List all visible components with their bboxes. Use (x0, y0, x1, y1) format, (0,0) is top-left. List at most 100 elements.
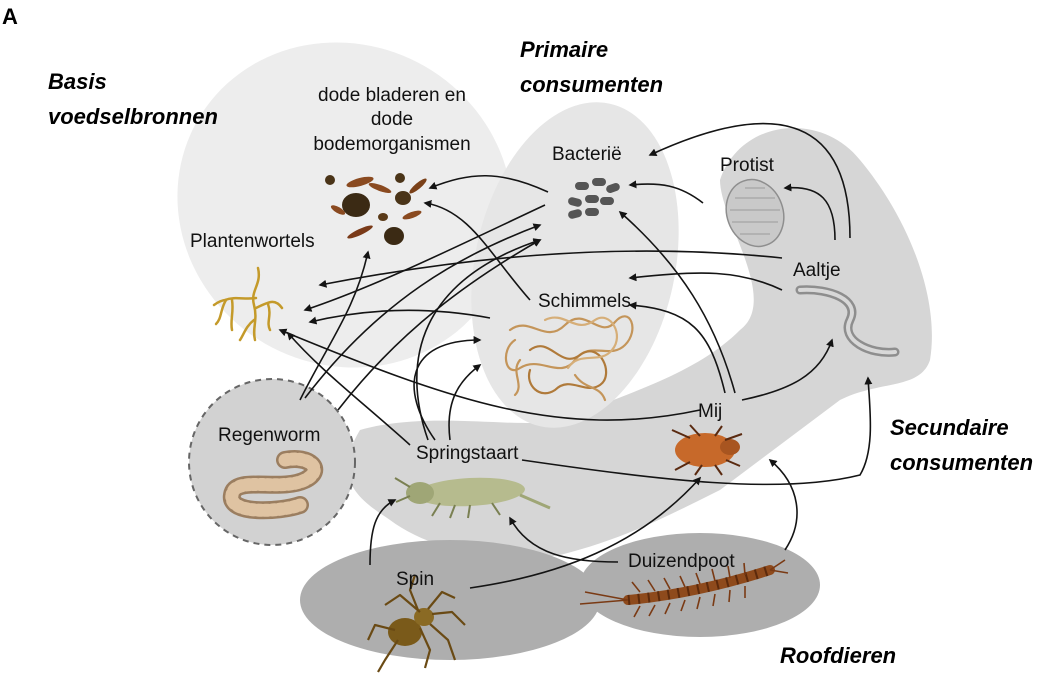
arrow-mij-aaltje (741, 338, 834, 401)
arrow-bacterie-plantenwortels (303, 204, 546, 312)
node-label-schimmels: Schimmels (538, 291, 631, 312)
root-branch (230, 298, 234, 332)
fungi-illustration (504, 315, 634, 402)
arrow-regenworm-dodebladeren (299, 250, 371, 401)
node-label-dode-bladeren: dode bladeren en dode bodemorganismen (302, 84, 482, 157)
spider-illustration (367, 574, 466, 673)
leaf-piece (347, 225, 373, 239)
group-label-line: Secundaire (890, 415, 1009, 440)
leaf-piece (378, 213, 388, 221)
bacterium (585, 208, 599, 216)
root-branch (254, 300, 284, 310)
centipede-tail (579, 591, 629, 605)
leaf-piece (395, 191, 411, 205)
arrow-springstaart-bacterie (416, 238, 542, 441)
centipede-legs (631, 562, 746, 618)
node-label-line: bodemorganismen (313, 133, 471, 155)
zone-primary-consumers (471, 102, 679, 428)
leaf-piece (342, 193, 370, 217)
group-label-line: consumenten (520, 72, 664, 98)
group-label-primair: Primaire consumenten (520, 32, 663, 102)
group-label-roofdieren: Roofdieren (780, 643, 897, 668)
arrow-mij-schimmels (628, 301, 726, 394)
root-branch (251, 266, 261, 342)
arrow-spin-springstaart (369, 499, 397, 566)
leaf-piece (330, 205, 346, 215)
bacteria-illustration (568, 178, 620, 219)
arrows (278, 122, 873, 589)
arrow-schimmels-dodebladeren (423, 200, 531, 301)
hypha (527, 345, 608, 395)
arrow-springstaart-schimmels-2 (448, 364, 482, 441)
protist-body (725, 178, 785, 248)
node-label-aaltje: Aaltje (793, 260, 841, 281)
centipede-body (623, 565, 775, 605)
group-label-line: voedselbronnen (48, 104, 218, 130)
group-label-basis: Basis voedselbronnen (48, 64, 218, 134)
centipede-illustration (579, 559, 789, 618)
node-label-spin: Spin (396, 569, 435, 590)
arrow-regenworm-bacterie-1 (304, 223, 542, 399)
root-branch (214, 298, 228, 326)
arrow-aaltje-bacterie (648, 122, 851, 239)
zone-regenworm (188, 378, 356, 546)
arrow-spin-mij (469, 476, 702, 589)
springtail-head (406, 482, 434, 504)
root-branch (266, 302, 272, 332)
springtail-body (415, 477, 525, 507)
arrow-mij-bacterie (618, 210, 736, 394)
root-branch (238, 318, 256, 342)
node-label-springstaart: Springstaart (416, 443, 519, 464)
arrow-aaltje-schimmels (628, 272, 783, 291)
node-label-protist: Protist (720, 155, 774, 176)
arrow-aaltje-plantenwortels (318, 250, 783, 288)
group-label-line: Basis (48, 69, 107, 94)
leaf-piece (409, 178, 427, 194)
roots-illustration (212, 266, 284, 342)
node-label-line: dode (370, 109, 414, 131)
bacterium (568, 197, 582, 207)
group-label-secundair: Secundaire consumenten (890, 410, 1033, 480)
arrow-protist-bacterie (628, 180, 704, 204)
leaf-piece (346, 176, 374, 188)
earthworm-illustration (223, 450, 324, 520)
spider-abdomen (388, 618, 422, 646)
bacterium (568, 209, 582, 219)
arrow-bacterie-dodebladeren (428, 174, 549, 193)
node-label-line: dode bladeren en (318, 85, 466, 106)
hypha (513, 358, 607, 402)
arrow-mij-plantenwortels (278, 328, 701, 421)
arrow-springstaart-schimmels-1 (413, 336, 482, 441)
leaf-piece (368, 183, 392, 193)
zone-secondary-consumers (347, 127, 932, 559)
earthworm-body-inner (225, 452, 321, 517)
node-label-mij: Mij (698, 401, 723, 422)
arrow-springstaart-aaltje (521, 376, 873, 486)
springtail-illustration (394, 477, 551, 519)
root-branch (212, 298, 228, 307)
dead-leaves-illustration (325, 173, 427, 245)
root-branch (223, 296, 258, 302)
mite-body (675, 433, 735, 467)
springtail-legs (431, 502, 501, 519)
arrow-springstaart-plantenwortels (286, 331, 411, 446)
nematode-highlight (798, 287, 897, 355)
arrow-duizendpoot-mij (768, 458, 798, 551)
springtail-furca (519, 493, 551, 510)
node-label-plantenwortels: Plantenwortels (190, 231, 315, 252)
group-label-line: consumenten (890, 450, 1034, 476)
leaf-piece (395, 173, 405, 183)
zone-predators (300, 540, 600, 660)
node-label-duizendpoot: Duizendpoot (628, 551, 735, 572)
protist-texture (730, 187, 780, 235)
bacterium (592, 178, 606, 186)
leaf-piece (325, 175, 335, 185)
node-label-regenworm: Regenworm (218, 425, 321, 446)
arrow-schimmels-plantenwortels (308, 309, 491, 325)
group-label-line: Primaire (520, 37, 609, 62)
spider-legs (367, 574, 466, 673)
mite-illustration (671, 424, 743, 476)
centipede-antennae (769, 559, 789, 574)
panel-label: A (2, 4, 18, 29)
